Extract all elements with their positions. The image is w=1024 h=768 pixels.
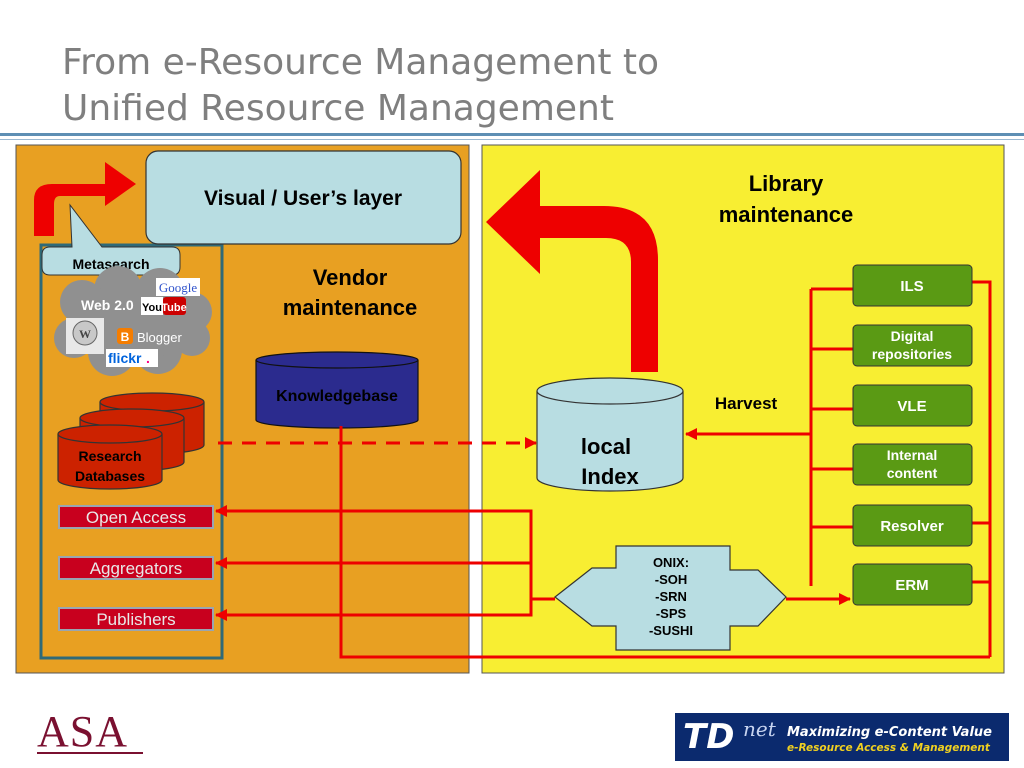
digital-repositories-label-2: repositories (872, 346, 952, 362)
publishers-label: Publishers (96, 610, 175, 629)
aggregators-box (58, 556, 214, 580)
asa-logo-underline (37, 752, 143, 754)
harvest-label: Harvest (715, 394, 778, 413)
title-divider (0, 133, 1024, 136)
visual-layer-label: Visual / User’s layer (204, 187, 402, 210)
svg-text:B: B (121, 330, 130, 344)
wikipedia-logo: W (66, 318, 104, 354)
youtube-logo-you: You (142, 302, 162, 314)
google-logo-text: Google (159, 280, 198, 295)
title-divider-thin (0, 139, 1024, 140)
flickr-logo: flickr . (106, 349, 158, 367)
open-access-label: Open Access (86, 508, 186, 527)
library-maintenance-label-1: Library (749, 171, 824, 196)
blogger-logo-text: Blogger (137, 330, 182, 345)
tdnet-logo-net: net (743, 717, 776, 741)
vle-label: VLE (897, 398, 926, 415)
ils-label: ILS (900, 278, 923, 295)
research-databases-label-1: Research (78, 448, 141, 464)
open-access-box (58, 505, 214, 529)
slide-title-line2: Unified Resource Management (62, 88, 614, 129)
flickr-logo-text: flickr (108, 350, 142, 366)
internal-content-label-2: content (887, 465, 938, 481)
research-databases-label-2: Databases (75, 468, 145, 484)
tdnet-tagline: Maximizing e-Content Value (787, 725, 992, 740)
onix-line-5: -SUSHI (649, 623, 693, 638)
resolver-label: Resolver (880, 518, 944, 535)
internal-content-label-1: Internal (887, 447, 938, 463)
youtube-logo: You Tube (141, 297, 187, 315)
onix-line-2: -SOH (655, 572, 688, 587)
vendor-maintenance-label-1: Vendor (313, 265, 388, 290)
local-index-up-arrow (486, 170, 658, 372)
vendor-maintenance-label-2: maintenance (283, 295, 418, 320)
onix-double-arrow (554, 545, 787, 651)
svg-text:W: W (79, 327, 91, 341)
ils-box (852, 264, 973, 307)
publishers-line (215, 599, 533, 621)
research-databases-stack (57, 392, 205, 490)
google-logo: Google (156, 278, 200, 296)
erm-box (852, 563, 973, 606)
local-index-label-2: Index (581, 464, 639, 489)
knowledgebase-label: Knowledgebase (276, 388, 398, 405)
onix-line-3: -SRN (655, 589, 687, 604)
knowledgebase-loop (339, 426, 990, 659)
vle-box (852, 384, 973, 427)
youtube-logo-tube: Tube (161, 302, 186, 314)
digital-repositories-label-1: Digital (891, 328, 934, 344)
connector-lines (215, 280, 992, 659)
aggregators-label: Aggregators (90, 559, 183, 578)
slide-title-line1: From e-Resource Management to (62, 42, 660, 83)
tdnet-logo: TD net Maximizing e-Content Value e-Reso… (675, 713, 1009, 761)
internal-content-box (852, 443, 973, 486)
metasearch-label: Metasearch (72, 256, 149, 272)
library-maintenance-label-2: maintenance (719, 202, 854, 227)
local-index-label-1: local (581, 434, 631, 459)
metasearch-up-arrow (34, 162, 136, 236)
erm-label: ERM (895, 577, 928, 594)
onix-line-1: ONIX: (653, 555, 689, 570)
asa-logo: ASA (37, 707, 129, 756)
publishers-box (58, 607, 214, 631)
tdnet-logo-mark: TD (683, 717, 735, 757)
onix-line-4: -SPS (656, 606, 687, 621)
digital-repositories-box (852, 324, 973, 367)
flickr-logo-dot: . (146, 350, 150, 366)
blogger-logo: B Blogger (114, 326, 188, 346)
tdnet-subtagline: e-Resource Access & Management (787, 742, 990, 754)
web20-label: Web 2.0 (81, 297, 134, 313)
sources-frame (39, 243, 224, 660)
slide-title: From e-Resource Management to Unified Re… (62, 40, 659, 132)
visual-layer-box (145, 150, 462, 245)
local-index-cylinder (536, 377, 684, 492)
resolver-box (852, 504, 973, 547)
knowledgebase-cylinder (255, 351, 419, 429)
